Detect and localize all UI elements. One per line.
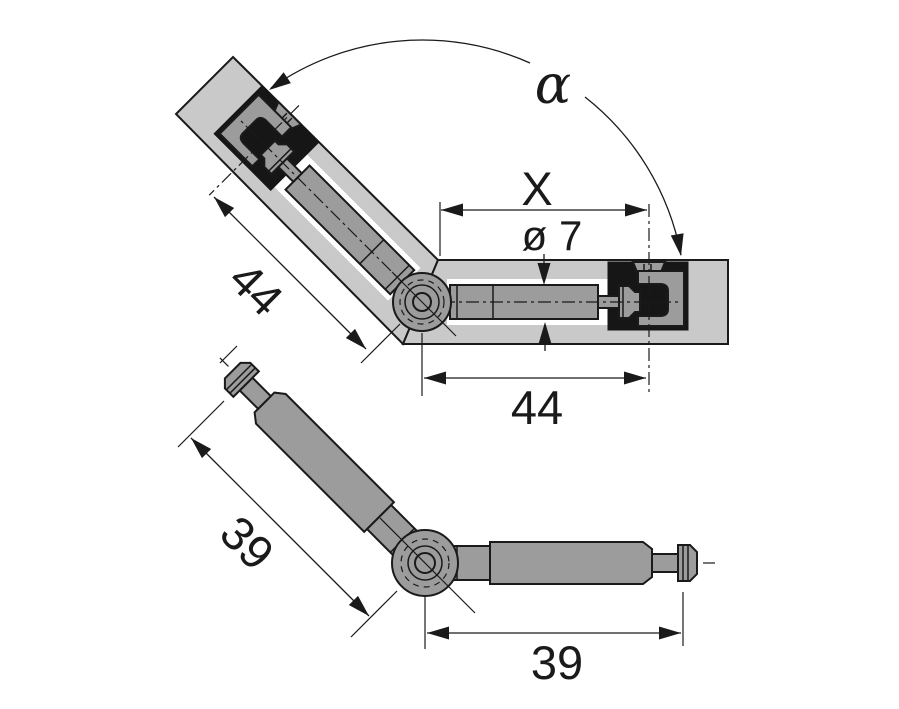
diameter-label: ø 7 [522,212,583,259]
angle-arc [584,96,682,256]
alpha-label: α [535,53,571,116]
knuckle-ring [407,545,443,581]
cam-lock [218,93,293,168]
knuckle-ring [404,284,440,320]
dimension-44-horizontal: 44 [421,333,646,434]
cam-lock [637,270,685,327]
length-39-bottom-label: 39 [531,636,583,689]
arm-neck [651,553,679,573]
cam-bolt-head [223,361,261,399]
knuckle-axis-line [379,517,476,614]
knuckle-dashed-circle [399,279,445,325]
extension-line [360,323,401,364]
knuckle-dashed-circle [400,538,450,588]
extension-line [177,400,225,448]
length-44-bottom-label: 44 [511,381,563,434]
dimension-x: X [439,162,650,396]
x-label: X [521,162,552,215]
extension-line [350,590,398,638]
head-ring [229,367,256,394]
dimension-line [190,437,370,617]
knuckle-axis-line [391,271,457,337]
angle-arc [270,39,531,89]
dimension-line [213,196,367,350]
head-end-tick [219,345,238,364]
pivot-knuckle [391,271,457,337]
angled-fitting [208,84,421,301]
connector-pivot-knuckle [379,517,476,614]
horizontal-fitting [442,261,689,331]
head-ring [226,364,252,390]
bolt-centerline [239,119,409,289]
tip-centerline [219,357,229,367]
dimension-39-horizontal: 39 [424,592,684,689]
cam-centerline [208,105,300,196]
dimension-diameter: ø 7 [522,212,583,351]
dimension-alpha: α [265,39,688,258]
arm-body [253,391,396,534]
arm-body [489,541,653,585]
